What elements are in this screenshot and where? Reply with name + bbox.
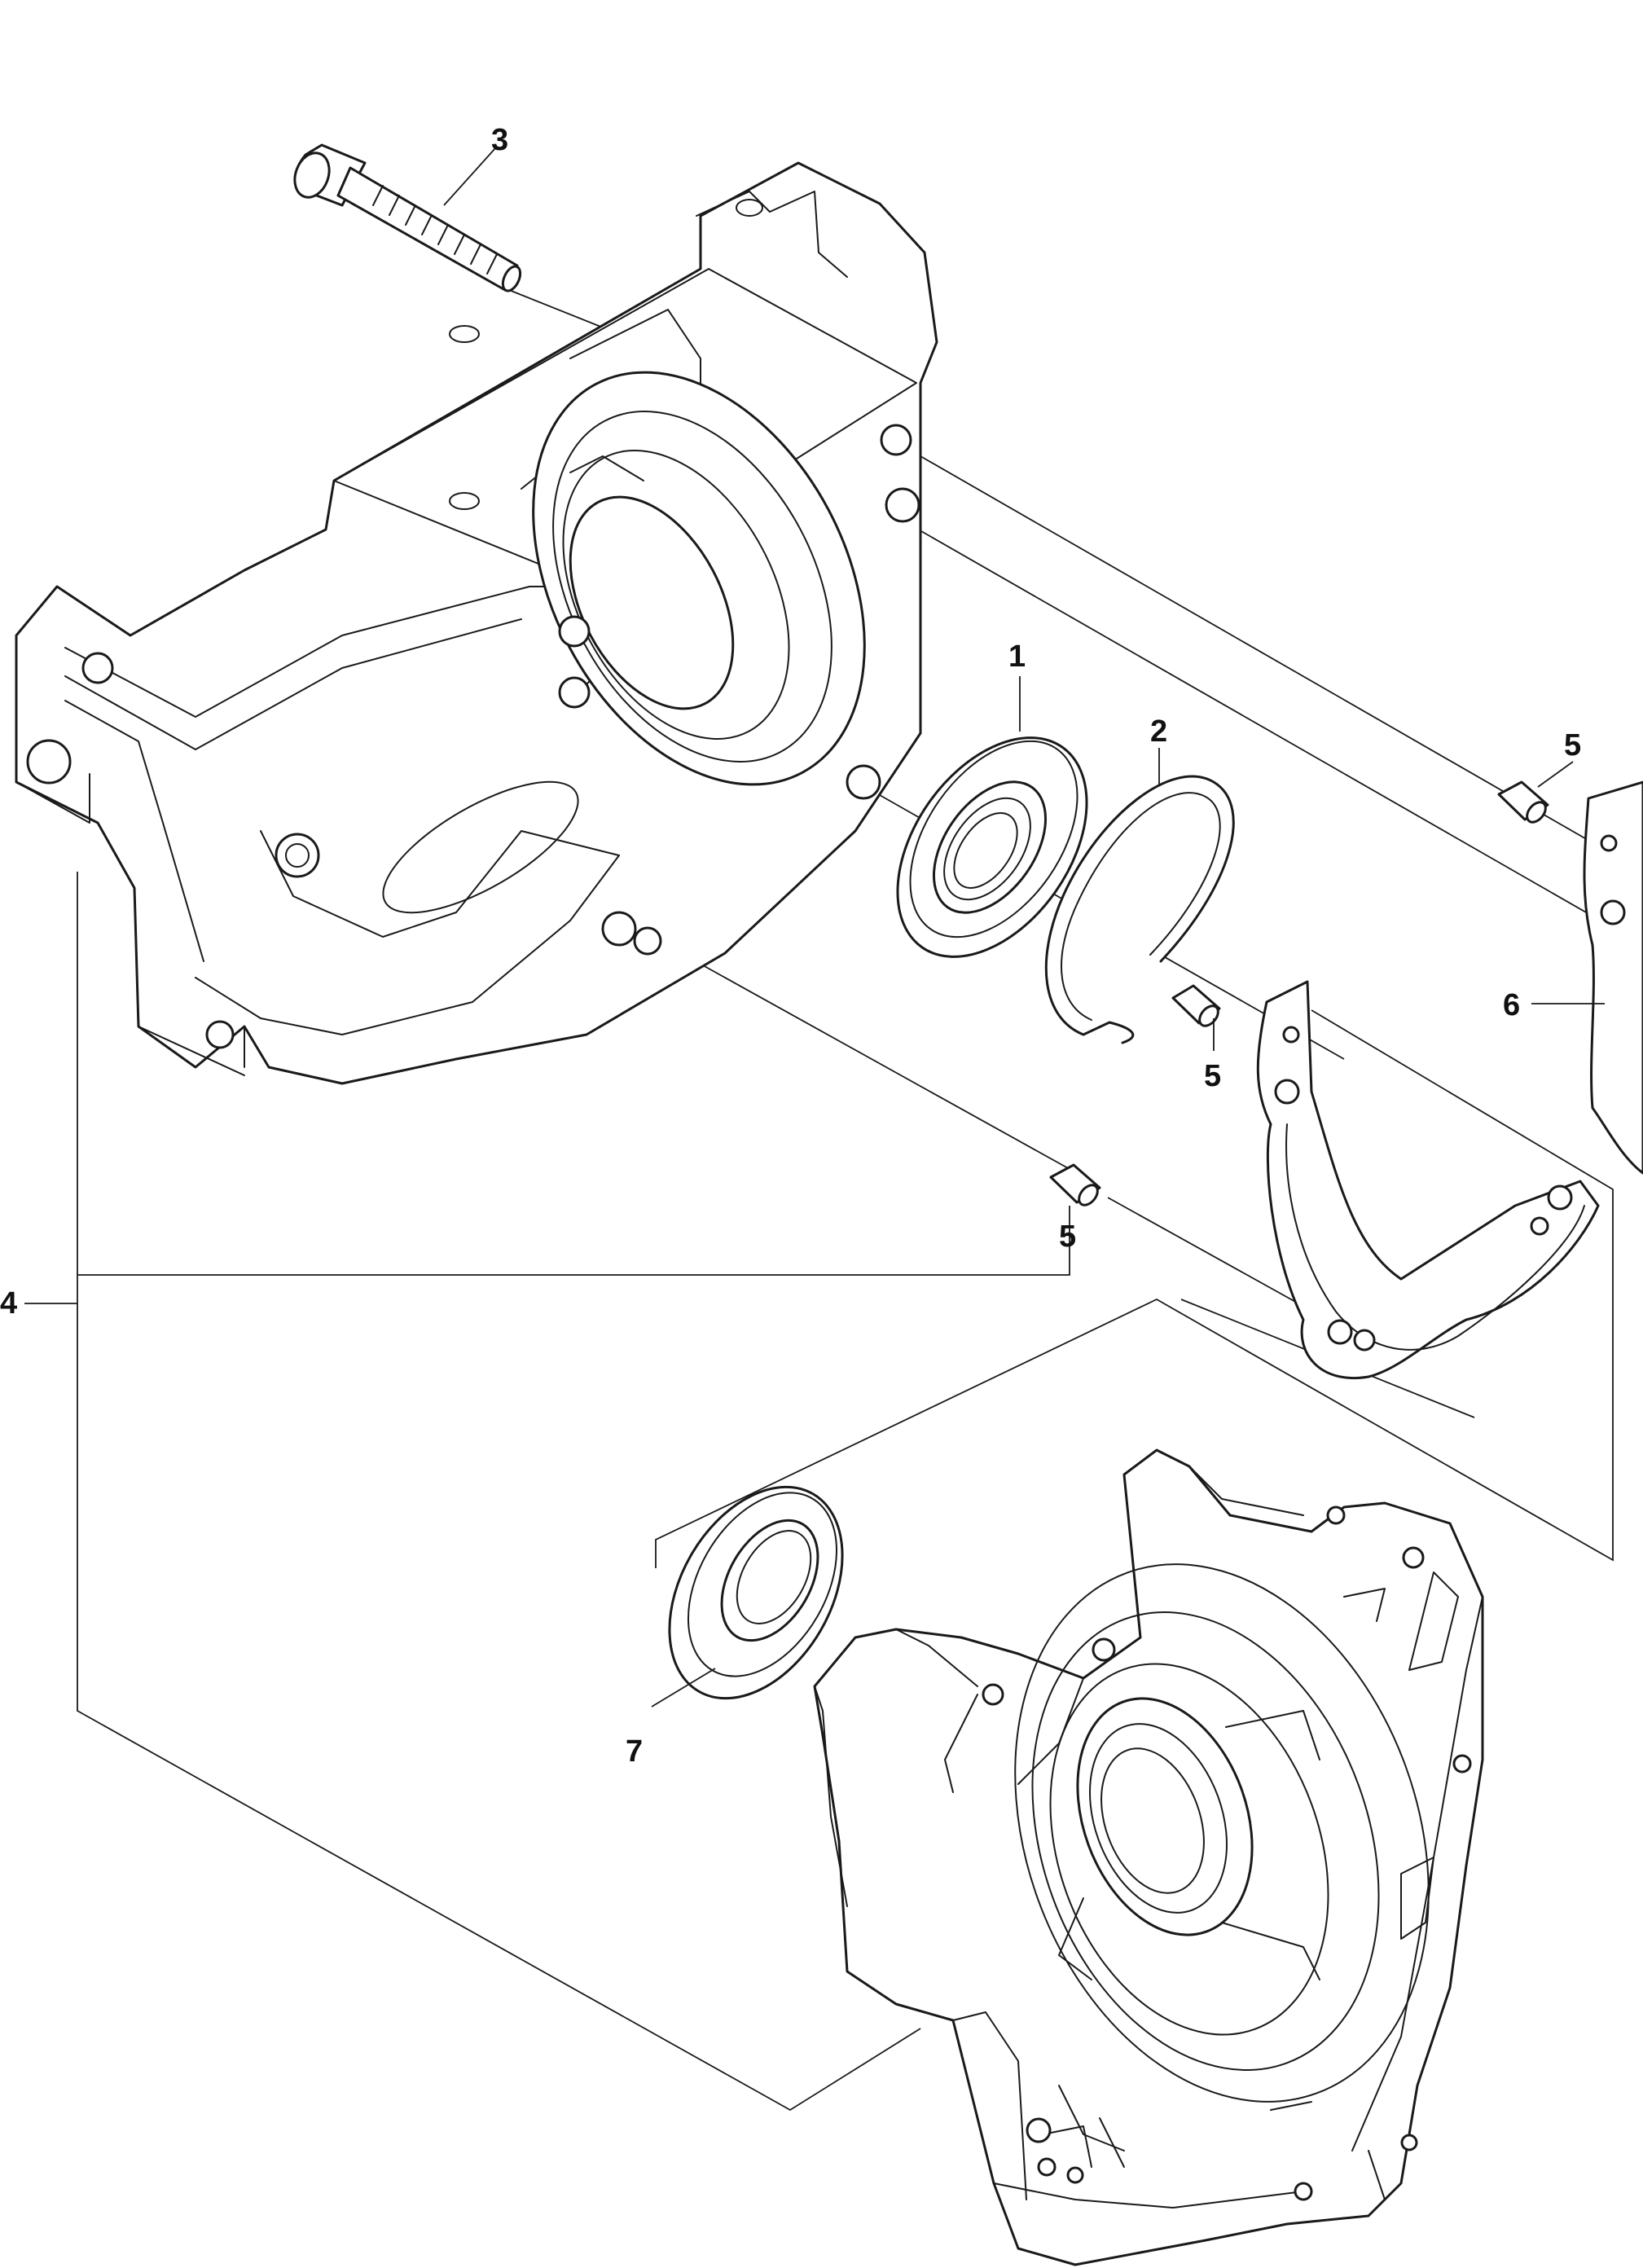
crankcase-half-upper <box>15 161 938 1085</box>
callout-5-c: 5 <box>1059 1220 1076 1254</box>
seal-part-1 <box>896 736 1088 958</box>
dowel-pin-part-5-a <box>1171 984 1221 1027</box>
gasket-part-6 <box>1256 780 1643 1379</box>
callout-3: 3 <box>491 123 508 157</box>
callout-1: 1 <box>1008 640 1026 674</box>
dowel-pin-part-5-b <box>1049 1163 1101 1207</box>
dowel-pin-part-5-c <box>1497 780 1549 824</box>
screw-part-3 <box>293 143 522 292</box>
seal-part-7 <box>668 1485 844 1700</box>
callout-5-a: 5 <box>1564 728 1581 763</box>
callout-7: 7 <box>626 1734 643 1769</box>
callout-2: 2 <box>1150 714 1167 749</box>
leader-lines <box>24 147 1605 2112</box>
crankcase-half-lower <box>813 1448 1484 2266</box>
circlip-part-2 <box>1044 775 1235 1044</box>
callout-4: 4 <box>0 1286 17 1321</box>
callout-labels: 1 2 3 4 5 5 5 6 7 <box>0 123 1581 1769</box>
callout-5-b: 5 <box>1204 1059 1221 1093</box>
callout-6: 6 <box>1503 988 1520 1022</box>
